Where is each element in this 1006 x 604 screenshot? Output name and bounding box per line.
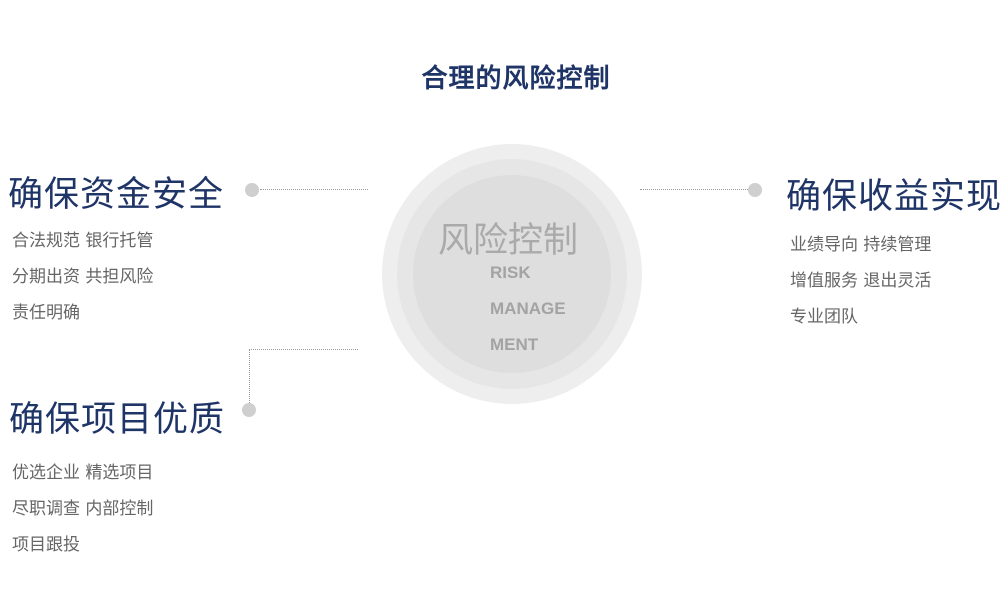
- center-en-line-2: MANAGE: [490, 299, 566, 318]
- quality-connector-vertical-line: [249, 349, 250, 403]
- safety-block-title: 确保资金安全: [8, 175, 225, 215]
- safety-item-2: 分期出资 共担风险: [12, 267, 154, 287]
- returns-item-3: 专业团队: [790, 307, 858, 327]
- center-title: 风险控制: [438, 221, 579, 261]
- quality-connector-horizontal-line: [249, 349, 358, 350]
- safety-item-1: 合法规范 银行托管: [12, 231, 154, 251]
- safety-item-3: 责任明确: [12, 303, 80, 323]
- center-circle-inner: [413, 175, 611, 373]
- center-en-line-3: MENT: [490, 335, 539, 354]
- quality-block-title: 确保项目优质: [9, 400, 226, 440]
- safety-connector-line: [260, 189, 368, 190]
- quality-item-1: 优选企业 精选项目: [12, 463, 154, 483]
- returns-item-1: 业绩导向 持续管理: [790, 235, 932, 255]
- safety-connector-dot: [245, 183, 259, 197]
- quality-connector-dot: [242, 403, 256, 417]
- quality-item-3: 项目跟投: [12, 535, 80, 555]
- returns-block-title: 确保收益实现: [786, 177, 1003, 217]
- quality-item-2: 尽职调查 内部控制: [12, 499, 154, 519]
- center-en-line-1: RISK: [490, 263, 531, 282]
- returns-connector-line: [640, 189, 748, 190]
- page-title: 合理的风险控制: [421, 64, 611, 94]
- returns-connector-dot: [748, 183, 762, 197]
- returns-item-2: 增值服务 退出灵活: [790, 271, 932, 291]
